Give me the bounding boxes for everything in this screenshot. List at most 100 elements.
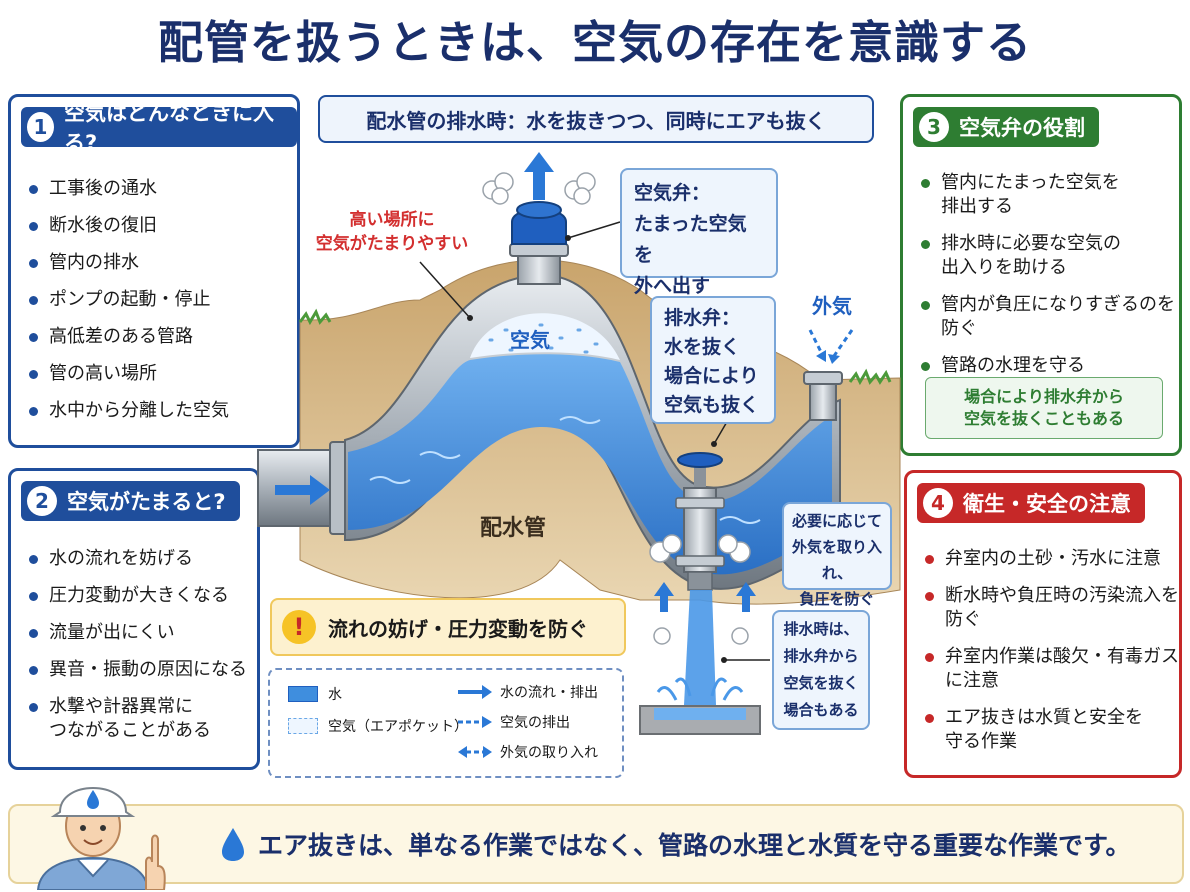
panel-heading: 空気はどんなときに入る? <box>64 101 275 155</box>
air-valve-callout: 空気弁： たまった空気を 外へ出す <box>620 168 778 297</box>
air-pocket <box>470 313 620 360</box>
water-drop-icon <box>222 828 244 861</box>
grass-left <box>298 308 332 326</box>
list-item: 異音・振動の原因になる <box>25 658 247 682</box>
intake-arrow-2 <box>832 329 854 357</box>
helmet-drop-icon <box>87 790 99 809</box>
drain-valve-stem <box>694 462 706 488</box>
air-valve-role-list: 管内にたまった空気を 排出する 排水時に必要な空気の 出入りを助ける 管内が負圧… <box>917 171 1175 391</box>
drain-valve-flange-bottom <box>675 555 725 567</box>
number-badge: 3 <box>919 112 949 142</box>
dashed-arrow-icon <box>458 716 492 728</box>
legend-air-intake-label: 外気の取り入れ <box>500 745 598 761</box>
number-badge: 1 <box>27 112 55 142</box>
panel-air-effects: 2 空気がたまると? 水の流れを妨げる 圧力変動が大きくなる 流量が出にくい 異… <box>8 468 260 770</box>
air-puff-low-right <box>731 627 749 645</box>
list-item: 水中から分離した空気 <box>25 399 229 423</box>
worker-collar <box>77 859 109 878</box>
legend-air-discharge-label: 空気の排出 <box>500 715 570 731</box>
drain-valve-note: 場合により排水弁から 空気を抜くこともある <box>925 377 1163 439</box>
list-item: 管内が負圧になりすぎるのを 防ぐ <box>917 293 1175 341</box>
pipe-diagram <box>257 152 901 735</box>
leader-air-valve <box>567 221 621 239</box>
legend-air-swatch <box>288 718 318 734</box>
air-intake-callout: 必要に応じて 外気を取り入れ、 負圧を防ぐ <box>782 502 892 608</box>
worker-hand <box>145 834 166 890</box>
air-valve-riser <box>517 253 561 285</box>
intake-cap <box>803 371 843 385</box>
panel-air-entry-header: 1 空気はどんなときに入る? <box>21 101 297 155</box>
number-badge: 4 <box>923 488 953 518</box>
worker-eye-right <box>100 825 106 831</box>
list-item: 管路の水理を守る <box>917 354 1175 378</box>
legend-air-intake: 外気の取り入れ <box>458 742 598 762</box>
intake-arrow-1 <box>808 329 824 355</box>
grass-right <box>848 368 892 386</box>
outside-air-label: 外気 <box>812 294 852 318</box>
leader-air-valve-dot <box>565 235 571 241</box>
leader-air-note-dot <box>467 315 473 321</box>
list-item: 断水時や負圧時の汚染流入を 防ぐ <box>921 584 1179 632</box>
panel-safety-header: 4 衛生・安全の注意 <box>917 483 1145 523</box>
drain-water-jet <box>684 590 716 705</box>
footer-message: エア抜きは、単なる作業ではなく、管路の水理と水質を守る重要な作業です。 <box>220 806 1131 882</box>
pipe-label: 配水管 <box>480 516 547 541</box>
list-item: 弁室内作業は酸欠・有毒ガス に注意 <box>921 645 1179 693</box>
list-item: 管内の排水 <box>25 251 229 275</box>
worker-eye-left <box>80 825 86 831</box>
air-puff-low-left <box>653 627 671 645</box>
list-item: 圧力変動が大きくなる <box>25 584 247 608</box>
list-item: エア抜きは水質と安全を 守る作業 <box>921 706 1179 754</box>
safety-list: 弁室内の土砂・汚水に注意 断水時や負圧時の汚染流入を 防ぐ 弁室内作業は酸欠・有… <box>921 547 1179 767</box>
air-arrow-up-left <box>654 582 674 612</box>
flow-arrow-entry <box>275 475 330 505</box>
legend: 水 空気（エアポケット） 水の流れ・排出 空気の排出 外気の取り入れ <box>268 668 624 778</box>
air-puff-valve-left <box>649 534 682 563</box>
leader-drain-valve <box>713 419 729 445</box>
leader-drain-air-dot <box>721 657 727 663</box>
worker-avatar <box>36 787 166 890</box>
legend-water-flow: 水の流れ・排出 <box>458 682 598 702</box>
list-item: 断水後の復旧 <box>25 214 229 238</box>
two-way-arrow-icon <box>458 746 492 758</box>
legend-water-swatch <box>288 686 318 702</box>
drain-air-callout: 排水時は、 排水弁から 空気を抜く 場合もある <box>772 610 870 730</box>
air-entry-list: 工事後の通水 断水後の復旧 管内の排水 ポンプの起動・停止 高低差のある管路 管… <box>25 177 229 436</box>
leader-air-note <box>419 261 471 319</box>
drain-outlet <box>687 571 713 591</box>
list-item: 排水時に必要な空気の 出入りを助ける <box>917 232 1175 280</box>
panel-air-effects-header: 2 空気がたまると? <box>21 481 240 521</box>
list-item: 管内にたまった空気を 排出する <box>917 171 1175 219</box>
air-release-puff-left <box>482 172 514 205</box>
legend-air-pocket-label: 空気（エアポケット） <box>328 719 468 735</box>
warning-text: 流れの妨げ・圧力変動を防ぐ <box>328 616 588 641</box>
intake-arrow-1-head <box>816 350 826 362</box>
drain-valve-handwheel <box>677 452 723 468</box>
panel-heading: 空気がたまると? <box>67 490 226 514</box>
page-title: 配管を扱うときは、空気の存在を意識する <box>157 16 1032 69</box>
legend-water-flow-label: 水の流れ・排出 <box>500 685 598 701</box>
drain-splash <box>656 677 744 701</box>
drain-valve-flange-top <box>675 497 725 509</box>
panel-safety: 4 衛生・安全の注意 弁室内の土砂・汚水に注意 断水時や負圧時の汚染流入を 防ぐ… <box>904 470 1182 778</box>
list-item: 管の高い場所 <box>25 362 229 386</box>
air-high-note: 高い場所に 空気がたまりやすい <box>315 210 469 254</box>
list-item: 水撃や計器異常に つながることがある <box>25 695 247 743</box>
water-waves <box>369 416 761 524</box>
drain-process-label: 配水管の排水時：水を抜きつつ、同時にエアも抜く <box>318 95 874 143</box>
leader-drain-valve-dot <box>711 441 717 447</box>
footer-banner: エア抜きは、単なる作業ではなく、管路の水理と水質を守る重要な作業です。 <box>8 804 1184 884</box>
air-release-arrow <box>524 152 554 200</box>
legend-water-label: 水 <box>328 687 342 703</box>
footer-text: エア抜きは、単なる作業ではなく、管路の水理と水質を守る重要な作業です。 <box>258 831 1131 860</box>
drain-valve-callout: 排水弁： 水を抜く 場合により 空気も抜く <box>650 296 776 424</box>
drain-pit-water <box>654 708 746 720</box>
air-valve-flange <box>509 243 569 257</box>
legend-water: 水 <box>288 684 342 704</box>
warning-banner: ! 流れの妨げ・圧力変動を防ぐ <box>270 598 626 656</box>
intake-arrow-2-head <box>828 354 840 364</box>
air-pocket-dots <box>488 323 599 354</box>
air-release-puff-right <box>564 172 596 205</box>
air-effects-list: 水の流れを妨げる 圧力変動が大きくなる 流量が出にくい 異音・振動の原因になる … <box>25 547 247 756</box>
air-pocket-label: 空気 <box>510 328 550 352</box>
